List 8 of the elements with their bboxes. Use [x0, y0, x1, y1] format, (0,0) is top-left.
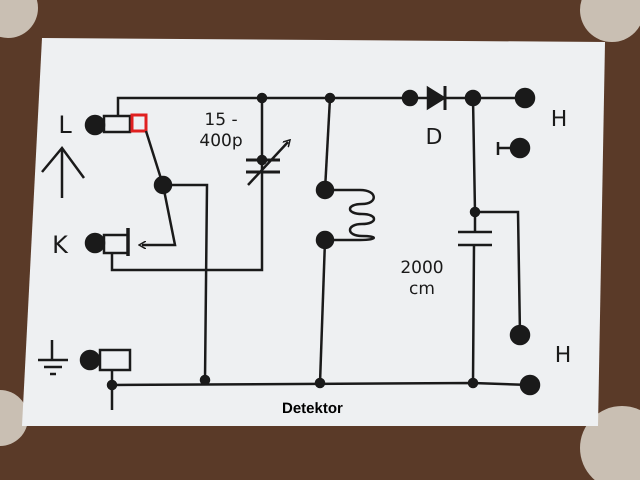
component-label: 2000 cm [399, 258, 445, 300]
component-label: 15 - 400p [198, 110, 244, 152]
component-label: K [51, 230, 70, 260]
component-label: H [554, 342, 572, 370]
component-label: L [57, 110, 73, 140]
caption: Detektor [282, 399, 343, 419]
component-label: D [424, 124, 444, 152]
component-label: H [550, 106, 568, 134]
